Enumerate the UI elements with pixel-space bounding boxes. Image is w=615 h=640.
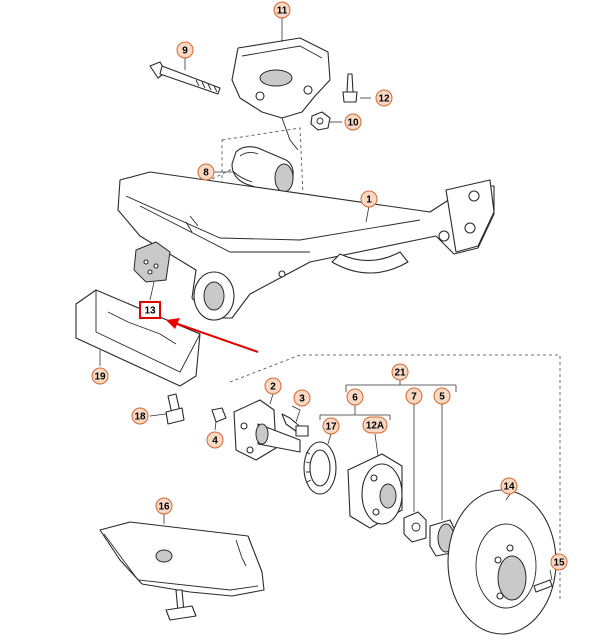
disc-screw <box>533 579 553 593</box>
callout-number: 4 <box>212 436 218 447</box>
bump-stop-bracket <box>133 241 171 283</box>
callout-badge <box>375 89 393 107</box>
callout-number: 1 <box>366 195 372 206</box>
brake-disc <box>447 489 557 635</box>
callout-badge <box>176 41 194 59</box>
callout-5: 5 <box>433 387 451 405</box>
callout-number: 9 <box>182 46 188 57</box>
callout-number: 19 <box>94 372 106 383</box>
callout-9: 9 <box>176 41 194 59</box>
callout-4: 4 <box>206 431 224 449</box>
callout-number: 10 <box>347 118 359 129</box>
callouts: 11 9 12 10 8 1 13 19 18 4 2 3 21 6 17 12A 7 5 14 16 15 <box>91 1 568 571</box>
rear-axle-beam <box>117 171 495 321</box>
callout-badge <box>500 477 518 495</box>
callout-badge <box>264 377 282 395</box>
callout-14: 14 <box>500 477 518 495</box>
callout-21: 21 <box>391 363 409 381</box>
callout-12a: 12A <box>362 416 388 434</box>
callout-badge <box>91 367 109 385</box>
callout-number: 6 <box>352 393 358 404</box>
axle-nut <box>403 511 427 543</box>
callout-10: 10 <box>344 113 362 131</box>
callout-number: 17 <box>325 422 337 433</box>
callout-19: 19 <box>91 367 109 385</box>
callout-7: 7 <box>405 387 423 405</box>
callout-badge <box>344 113 362 131</box>
abs-tone-ring <box>303 441 337 495</box>
callout-13: 13 <box>139 301 161 319</box>
highlight-arrow <box>166 318 259 353</box>
callout-12: 12 <box>375 89 393 107</box>
callout-badge <box>360 190 378 208</box>
callout-18: 18 <box>131 407 149 425</box>
callout-number: 5 <box>439 392 445 403</box>
callout-15: 15 <box>550 553 568 571</box>
callout-badge <box>550 553 568 571</box>
callout-number: 12 <box>378 94 390 105</box>
callout-3: 3 <box>293 389 311 407</box>
callout-number: 2 <box>270 382 276 393</box>
callout-number: 12A <box>366 421 384 432</box>
callout-16: 16 <box>155 497 173 515</box>
callout-number: 7 <box>411 392 417 403</box>
long-bolt <box>149 61 221 95</box>
callout-2: 2 <box>264 377 282 395</box>
mounting-bracket <box>231 37 331 151</box>
callout-badge <box>155 497 173 515</box>
callout-number: 21 <box>394 368 406 379</box>
callout-badge <box>346 388 364 406</box>
callout-number: 16 <box>158 502 170 513</box>
callout-number: 3 <box>299 394 305 405</box>
callout-17: 17 <box>322 417 340 435</box>
rubber-bushing <box>231 146 294 195</box>
callout-badge <box>197 163 215 181</box>
callout-badge <box>293 389 311 407</box>
small-bolt <box>342 73 358 103</box>
callout-6: 6 <box>346 388 364 406</box>
stub-nut <box>211 407 227 423</box>
leader-lines <box>99 17 553 581</box>
stub-bolt <box>281 413 309 437</box>
callout-badge <box>362 416 388 434</box>
callout-badge <box>131 407 149 425</box>
guard-block <box>75 289 201 387</box>
guard-bolt <box>165 393 185 425</box>
callout-number: 18 <box>134 412 146 423</box>
callout-11: 11 <box>273 1 291 19</box>
callout-highlight-box <box>139 301 161 319</box>
wheel-hub <box>347 453 403 529</box>
callout-1: 1 <box>360 190 378 208</box>
nut <box>310 111 331 131</box>
stub-axle <box>233 399 301 461</box>
callout-badge <box>433 387 451 405</box>
callout-badge <box>391 363 409 381</box>
callout-number: 8 <box>203 168 209 179</box>
callout-badge <box>206 431 224 449</box>
callout-8: 8 <box>197 163 215 181</box>
callout-badge <box>273 1 291 19</box>
callout-number: 13 <box>144 306 156 317</box>
callout-badge <box>322 417 340 435</box>
callout-number: 15 <box>553 558 565 569</box>
callout-number: 11 <box>277 6 288 17</box>
callout-number: 14 <box>503 482 515 493</box>
heat-shield <box>99 521 265 621</box>
callout-badge <box>405 387 423 405</box>
